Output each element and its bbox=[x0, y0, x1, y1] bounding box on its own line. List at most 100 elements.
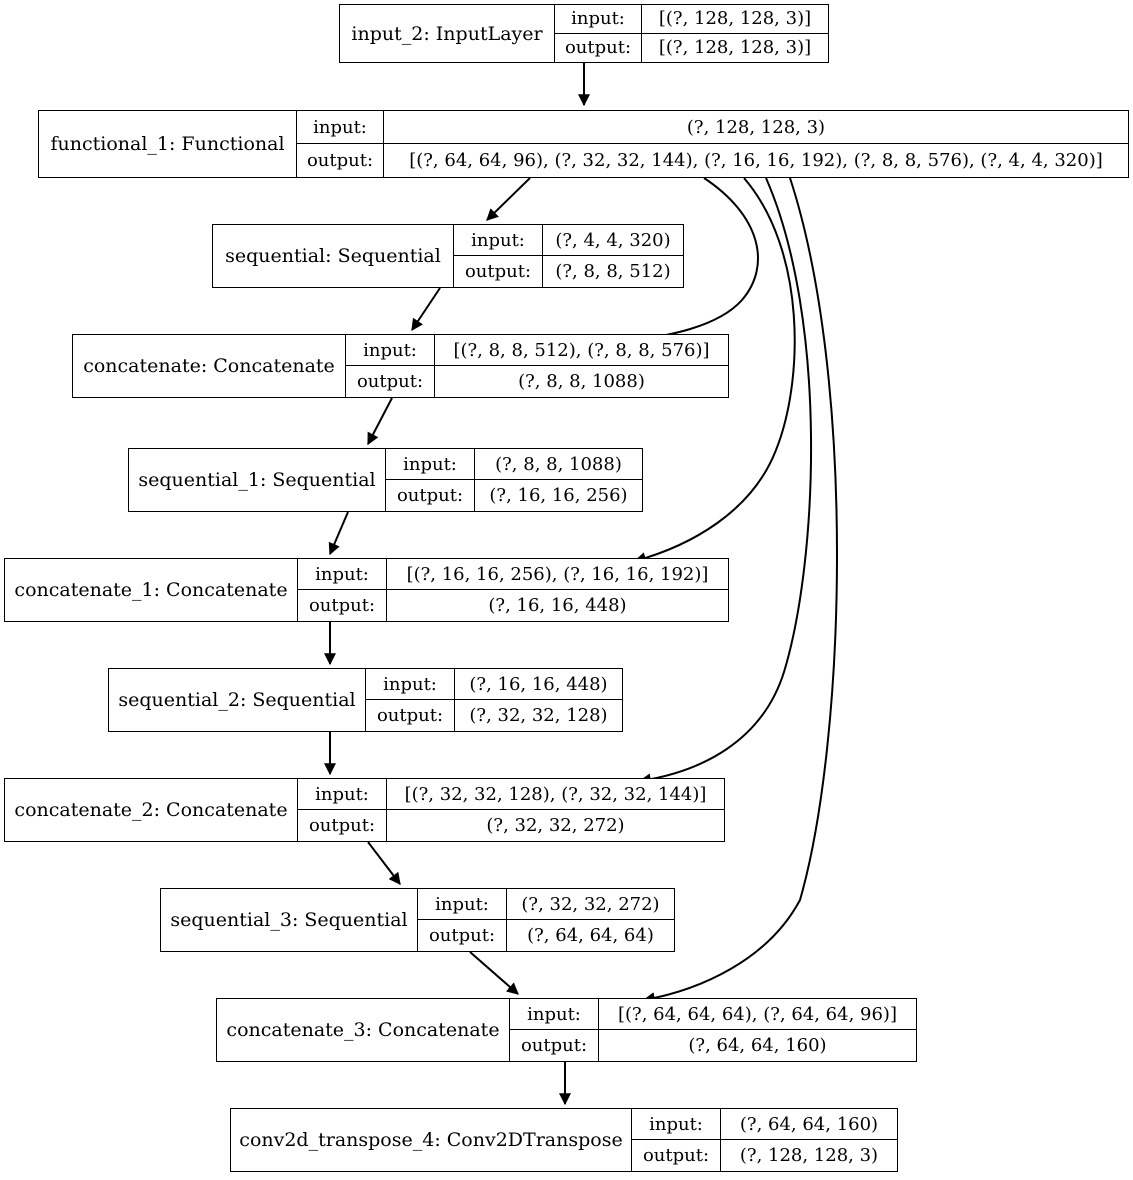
edge-concatenate2-sequential3 bbox=[367, 841, 401, 885]
node-output-row: output: (?, 64, 64, 160) bbox=[510, 1030, 916, 1061]
input-label: input: bbox=[571, 8, 625, 30]
node-functional-1[interactable]: functional_1: Functional input: (?, 128,… bbox=[38, 110, 1129, 178]
input-shape: (?, 4, 4, 320) bbox=[542, 225, 683, 255]
output-shape: (?, 64, 64, 64) bbox=[506, 920, 674, 951]
node-input-row: input: (?, 16, 16, 448) bbox=[366, 669, 622, 700]
node-sequential-3[interactable]: sequential_3: Sequential input: (?, 32, … bbox=[160, 888, 675, 952]
input-label: input: bbox=[315, 783, 369, 805]
input-shape: [(?, 32, 32, 128), (?, 32, 32, 144)] bbox=[386, 779, 724, 809]
output-shape: (?, 128, 128, 3) bbox=[720, 1140, 897, 1171]
node-title: functional_1: Functional bbox=[50, 133, 285, 155]
node-title: concatenate_3: Concatenate bbox=[226, 1019, 500, 1041]
input-shape: [(?, 128, 128, 3)] bbox=[641, 5, 828, 33]
input-shape: [(?, 8, 8, 512), (?, 8, 8, 576)] bbox=[434, 335, 728, 365]
node-input-row: input: [(?, 128, 128, 3)] bbox=[555, 5, 828, 34]
node-output-row: output: [(?, 64, 64, 96), (?, 32, 32, 14… bbox=[297, 144, 1128, 177]
node-io-table: input: [(?, 8, 8, 512), (?, 8, 8, 576)] … bbox=[345, 335, 728, 397]
node-input-row: input: [(?, 8, 8, 512), (?, 8, 8, 576)] bbox=[346, 335, 728, 366]
node-output-row: output: (?, 8, 8, 512) bbox=[454, 256, 683, 287]
input-label: input: bbox=[383, 673, 437, 695]
node-input-row: input: [(?, 16, 16, 256), (?, 16, 16, 19… bbox=[298, 559, 728, 590]
node-title: sequential_3: Sequential bbox=[170, 909, 408, 931]
node-sequential[interactable]: sequential: Sequential input: (?, 4, 4, … bbox=[212, 224, 684, 288]
input-label: input: bbox=[527, 1003, 581, 1025]
output-label: output: bbox=[308, 815, 376, 836]
input-label: input: bbox=[403, 453, 457, 475]
node-input-row: input: (?, 64, 64, 160) bbox=[632, 1109, 897, 1140]
node-title: conv2d_transpose_4: Conv2DTranspose bbox=[239, 1129, 623, 1151]
node-title: sequential: Sequential bbox=[225, 245, 441, 267]
output-label: output: bbox=[308, 595, 376, 616]
node-title: input_2: InputLayer bbox=[351, 22, 543, 45]
node-io-table: input: [(?, 32, 32, 128), (?, 32, 32, 14… bbox=[297, 779, 724, 841]
node-input-row: input: (?, 32, 32, 272) bbox=[418, 889, 674, 920]
output-label: output: bbox=[356, 371, 424, 392]
input-label: input: bbox=[435, 893, 489, 915]
output-shape: [(?, 64, 64, 96), (?, 32, 32, 144), (?, … bbox=[383, 144, 1128, 177]
node-output-row: output: [(?, 128, 128, 3)] bbox=[555, 33, 828, 62]
output-label: output: bbox=[396, 485, 464, 506]
node-output-row: output: (?, 8, 8, 1088) bbox=[346, 366, 728, 397]
node-input-row: input: [(?, 32, 32, 128), (?, 32, 32, 14… bbox=[298, 779, 724, 810]
output-shape: (?, 16, 16, 448) bbox=[386, 590, 728, 621]
node-input-row: input: (?, 8, 8, 1088) bbox=[386, 449, 642, 480]
input-shape: (?, 32, 32, 272) bbox=[506, 889, 674, 919]
node-io-table: input: (?, 8, 8, 1088) output: (?, 16, 1… bbox=[385, 449, 642, 511]
output-label: output: bbox=[564, 37, 632, 59]
node-output-row: output: (?, 128, 128, 3) bbox=[632, 1140, 897, 1171]
input-label: input: bbox=[313, 116, 367, 138]
input-shape: (?, 8, 8, 1088) bbox=[474, 449, 642, 479]
node-title: sequential_2: Sequential bbox=[118, 689, 356, 711]
node-sequential-2[interactable]: sequential_2: Sequential input: (?, 16, … bbox=[108, 668, 623, 732]
input-shape: (?, 128, 128, 3) bbox=[383, 111, 1128, 143]
node-input-2[interactable]: input_2: InputLayer input: [(?, 128, 128… bbox=[339, 4, 829, 63]
output-label: output: bbox=[306, 150, 374, 171]
output-shape: (?, 8, 8, 1088) bbox=[434, 366, 728, 397]
node-input-row: input: (?, 128, 128, 3) bbox=[297, 111, 1128, 144]
node-concatenate-1[interactable]: concatenate_1: Concatenate input: [(?, 1… bbox=[4, 558, 729, 622]
node-io-table: input: (?, 4, 4, 320) output: (?, 8, 8, … bbox=[453, 225, 683, 287]
node-io-table: input: (?, 16, 16, 448) output: (?, 32, … bbox=[365, 669, 622, 731]
node-io-table: input: [(?, 128, 128, 3)] output: [(?, 1… bbox=[554, 5, 828, 62]
input-label: input: bbox=[649, 1113, 703, 1135]
output-shape: (?, 32, 32, 272) bbox=[386, 810, 724, 841]
output-label: output: bbox=[464, 261, 532, 282]
node-output-row: output: (?, 32, 32, 272) bbox=[298, 810, 724, 841]
edge-sequential3-concatenate3 bbox=[469, 951, 519, 995]
output-label: output: bbox=[376, 705, 444, 726]
input-shape: [(?, 64, 64, 64), (?, 64, 64, 96)] bbox=[598, 999, 916, 1029]
node-conv2d-transpose-4[interactable]: conv2d_transpose_4: Conv2DTranspose inpu… bbox=[230, 1108, 898, 1172]
node-input-row: input: [(?, 64, 64, 64), (?, 64, 64, 96)… bbox=[510, 999, 916, 1030]
node-title: concatenate_1: Concatenate bbox=[14, 579, 288, 601]
node-concatenate-3[interactable]: concatenate_3: Concatenate input: [(?, 6… bbox=[216, 998, 917, 1062]
edge-sequential1-concatenate1 bbox=[328, 511, 349, 556]
edge-sequential-concatenate bbox=[411, 287, 441, 331]
node-io-table: input: [(?, 16, 16, 256), (?, 16, 16, 19… bbox=[297, 559, 728, 621]
edge-functional1-sequential bbox=[486, 177, 531, 221]
node-sequential-1[interactable]: sequential_1: Sequential input: (?, 8, 8… bbox=[128, 448, 643, 512]
input-label: input: bbox=[315, 563, 369, 585]
input-shape: [(?, 16, 16, 256), (?, 16, 16, 192)] bbox=[386, 559, 728, 589]
node-io-table: input: (?, 128, 128, 3) output: [(?, 64,… bbox=[296, 111, 1128, 177]
output-shape: (?, 16, 16, 256) bbox=[474, 480, 642, 511]
node-concatenate[interactable]: concatenate: Concatenate input: [(?, 8, … bbox=[72, 334, 729, 398]
edge-concatenate-sequential1 bbox=[367, 397, 393, 446]
node-io-table: input: (?, 64, 64, 160) output: (?, 128,… bbox=[631, 1109, 897, 1171]
output-label: output: bbox=[642, 1145, 710, 1166]
node-output-row: output: (?, 32, 32, 128) bbox=[366, 700, 622, 731]
input-label: input: bbox=[363, 339, 417, 361]
input-shape: (?, 16, 16, 448) bbox=[454, 669, 622, 699]
node-io-table: input: (?, 32, 32, 272) output: (?, 64, … bbox=[417, 889, 674, 951]
node-output-row: output: (?, 16, 16, 448) bbox=[298, 590, 728, 621]
node-concatenate-2[interactable]: concatenate_2: Concatenate input: [(?, 3… bbox=[4, 778, 725, 842]
node-input-row: input: (?, 4, 4, 320) bbox=[454, 225, 683, 256]
input-label: input: bbox=[471, 229, 525, 251]
output-shape: (?, 8, 8, 512) bbox=[542, 256, 683, 287]
node-output-row: output: (?, 64, 64, 64) bbox=[418, 920, 674, 951]
output-label: output: bbox=[520, 1035, 588, 1056]
input-shape: (?, 64, 64, 160) bbox=[720, 1109, 897, 1139]
output-shape: (?, 64, 64, 160) bbox=[598, 1030, 916, 1061]
output-shape: (?, 32, 32, 128) bbox=[454, 700, 622, 731]
node-title: sequential_1: Sequential bbox=[138, 469, 376, 491]
